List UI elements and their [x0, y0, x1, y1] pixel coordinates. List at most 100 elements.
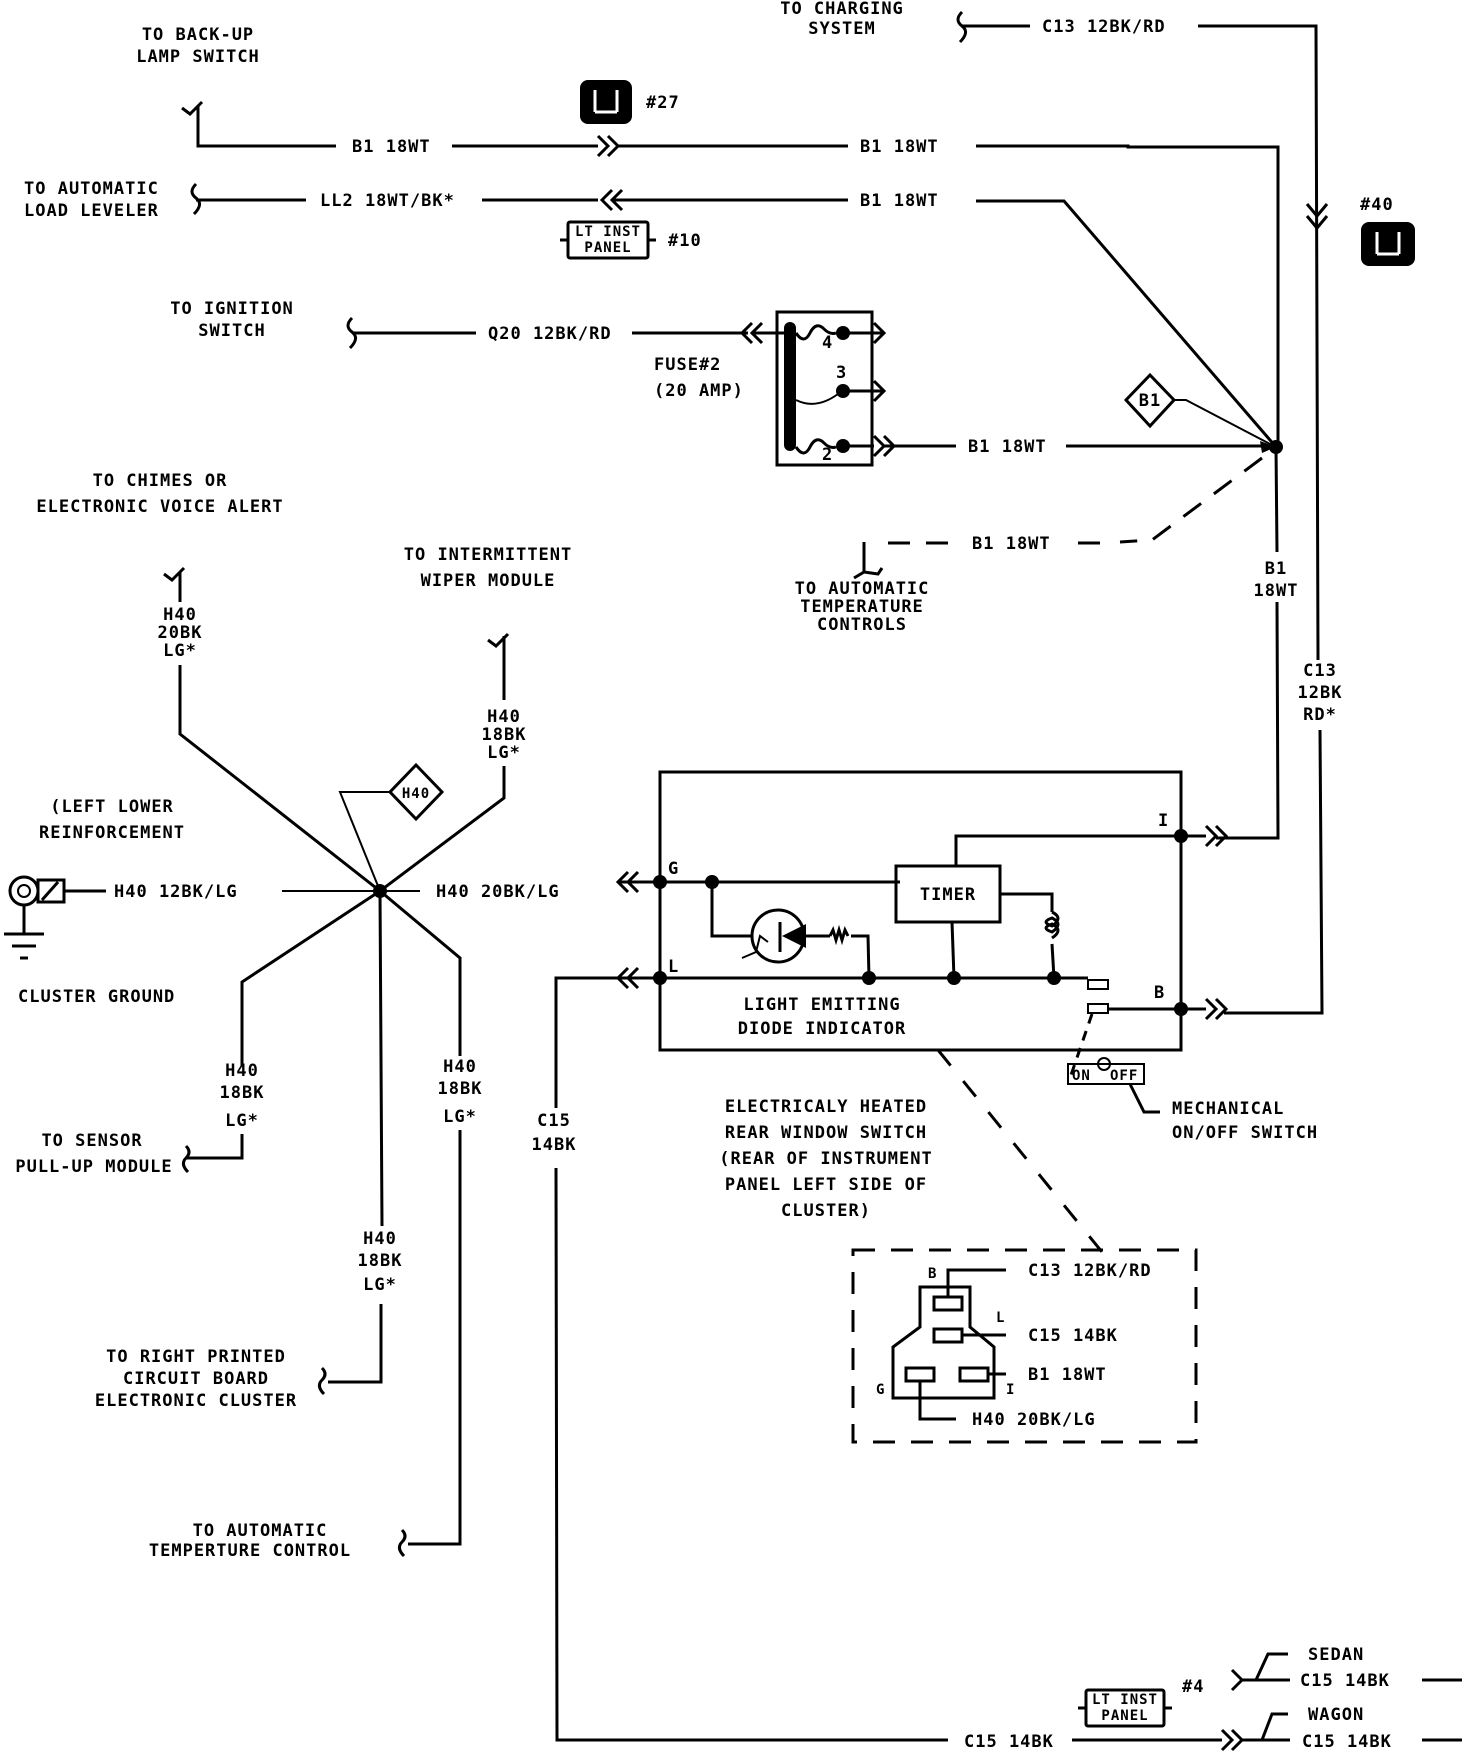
wire-break-icon: [317, 1366, 327, 1396]
sedan-option-marker: [1254, 1652, 1288, 1681]
h40-wiper-3: LG*: [487, 743, 521, 763]
on-off-switch: [1067, 1063, 1145, 1085]
h40-pcb-1: H40: [363, 1229, 397, 1249]
connector-27-label: #27: [646, 93, 680, 113]
switch-desc-3: (REAR OF INSTRUMENT: [719, 1149, 932, 1169]
wire-b1-c: B1 18WT: [860, 191, 939, 211]
h40-switch-wire: H40 20BK/LG: [436, 882, 560, 902]
chimes-label-2: ELECTRONIC VOICE ALERT: [36, 497, 283, 517]
cv-pin-l: L: [996, 1310, 1005, 1326]
atc2-label-1: TO AUTOMATIC: [193, 1521, 328, 1541]
fuse-block: [775, 310, 874, 467]
connector-arrow-icon: [596, 134, 621, 158]
switch-desc-1: ELECTRICALY HEATED: [725, 1097, 927, 1117]
splice-h40-label: H40: [402, 786, 430, 802]
charging-system-circuit: TO CHARGING SYSTEM C13 12BK/RD #40 C13 1…: [780, 0, 1415, 1015]
ignition-fuse-circuit: TO IGNITION SWITCH Q20 12BK/RD FUSE#2 (2…: [170, 299, 1299, 840]
sensor-label-1: TO SENSOR: [41, 1131, 142, 1151]
connector-view: B L G I C13 12BK/RD C15 14BK B1 18WT H40…: [851, 1248, 1198, 1444]
cv-pin-i: I: [1006, 1382, 1015, 1398]
connector-4-label: #4: [1182, 1677, 1204, 1697]
wire-break-icon: [397, 1528, 407, 1558]
ignition-label-2: SWITCH: [198, 321, 265, 341]
mech-switch-label-2: ON/OFF SWITCH: [1172, 1123, 1318, 1143]
c15-sedan-wire: C15 14BK: [1300, 1671, 1390, 1691]
backup-label-1: TO BACK-UP: [142, 25, 254, 45]
heated-window-switch-module: I B G L TIMER LIGHT EMITT: [556, 770, 1318, 1253]
wire-b1-b: B1 18WT: [860, 137, 939, 157]
connector-arrow-icon: [615, 870, 640, 894]
lt-inst-label-2: PANEL: [584, 240, 631, 256]
fuse-label-1: FUSE#2: [654, 355, 721, 375]
h40-right-2: 18BK: [438, 1079, 483, 1099]
load-leveler-circuit: TO AUTOMATIC LOAD LEVELER LL2 18WT/BK* L…: [24, 179, 1278, 448]
b1-vert-2: 18WT: [1254, 581, 1299, 601]
c13-vert-2: 12BK: [1298, 683, 1343, 703]
pin-l-label: L: [668, 957, 679, 977]
fuse-pin-3: 3: [836, 363, 847, 383]
cv-wire-b1: B1 18WT: [1028, 1365, 1107, 1385]
wire-b1-a: B1 18WT: [352, 137, 431, 157]
switch-off-label: OFF: [1110, 1068, 1138, 1084]
atc1-label-3: CONTROLS: [817, 615, 907, 635]
fuse-label-2: (20 AMP): [654, 381, 744, 401]
splice-b1-icon: [1123, 372, 1177, 429]
connector-arrow-icon: [872, 379, 887, 403]
h40-sensor-1: H40: [225, 1061, 259, 1081]
backup-label-2: LAMP SWITCH: [136, 47, 260, 67]
h40-chimes-1: H40: [163, 605, 197, 625]
c13-vert-1: C13: [1303, 661, 1337, 681]
switch-contact: [1087, 1003, 1109, 1014]
wire-q20: Q20 12BK/RD: [488, 324, 612, 344]
charging-label-2: SYSTEM: [808, 19, 875, 39]
lt-inst-label-1b: LT INST: [1092, 1692, 1158, 1708]
led-label-2: DIODE INDICATOR: [738, 1019, 907, 1039]
cv-pin-b: B: [928, 1266, 937, 1282]
b1-vert-1: B1: [1265, 559, 1287, 579]
connector-view-box: [851, 1248, 1198, 1444]
sensor-label-2: PULL-UP MODULE: [15, 1157, 172, 1177]
splice-h40-icon: [387, 762, 445, 822]
h40-ground-wire: H40 12BK/LG: [114, 882, 238, 902]
h40-right-1: H40: [443, 1057, 477, 1077]
fuse-element-icon: [794, 438, 837, 455]
fuse-pin-2: 2: [822, 445, 833, 465]
wire-break-icon: [190, 182, 201, 216]
h40-sensor-2: 18BK: [220, 1083, 265, 1103]
pin-g-label: G: [668, 859, 679, 879]
atc1-label-2: TEMPERATURE: [800, 597, 924, 617]
h40-right-3: LG*: [443, 1107, 477, 1127]
wire-c13-top: C13 12BK/RD: [1042, 17, 1166, 37]
c13-vert-3: RD*: [1303, 705, 1337, 725]
connector-40-label: #40: [1360, 195, 1394, 215]
wire-end-icon: [853, 542, 884, 580]
leveler-label-2: LOAD LEVELER: [24, 201, 159, 221]
connector-arrow-icon: [1305, 203, 1329, 231]
right-pcb-label-2: CIRCUIT BOARD: [123, 1369, 269, 1389]
sedan-label: SEDAN: [1308, 1645, 1364, 1665]
reinforcement-label-2: REINFORCEMENT: [39, 823, 185, 843]
cv-pin-g: G: [876, 1382, 885, 1398]
splice-b1-label: B1: [1139, 391, 1161, 411]
mech-switch-label-1: MECHANICAL: [1172, 1099, 1284, 1119]
c15-bottom-wire: C15 14BK: [964, 1732, 1054, 1752]
ground-star-circuit: TO CHIMES OR ELECTRONIC VOICE ALERT H40 …: [4, 471, 571, 1561]
charging-label-1: TO CHARGING: [780, 0, 904, 19]
h40-wiper-2: 18BK: [482, 725, 527, 745]
wire-ll2: LL2 18WT/BK*: [320, 191, 455, 211]
switch-desc-2: REAR WINDOW SWITCH: [725, 1123, 927, 1143]
leveler-label-1: TO AUTOMATIC: [24, 179, 159, 199]
fuse-pin-4: 4: [822, 333, 833, 353]
h40-sensor-3: LG*: [225, 1111, 259, 1131]
switch-on-label: ON: [1072, 1068, 1091, 1084]
right-pcb-label-3: ELECTRONIC CLUSTER: [95, 1391, 297, 1411]
ground-icon: [4, 932, 44, 960]
right-pcb-label-1: TO RIGHT PRINTED: [106, 1347, 286, 1367]
pin-i-label: I: [1158, 811, 1169, 831]
connector-27-icon: [580, 80, 632, 124]
wire-b1-fuse: B1 18WT: [968, 437, 1047, 457]
switch-description: ELECTRICALY HEATED REAR WINDOW SWITCH (R…: [719, 1097, 932, 1221]
cv-wire-h40: H40 20BK/LG: [972, 1410, 1096, 1430]
connector-arrow-icon: [1204, 824, 1229, 848]
